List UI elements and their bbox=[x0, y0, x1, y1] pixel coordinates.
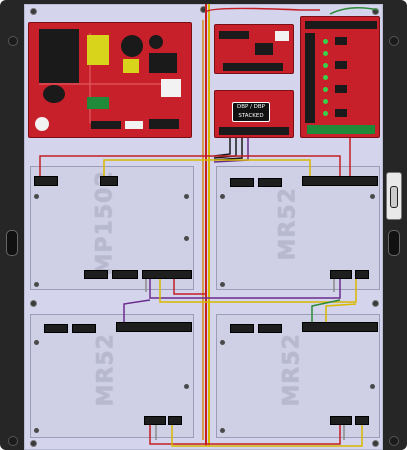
module-connector[interactable] bbox=[230, 324, 254, 333]
module-connector[interactable] bbox=[330, 416, 352, 425]
relay-terminals bbox=[305, 33, 315, 123]
module-screw bbox=[34, 282, 39, 287]
terminal-block bbox=[219, 127, 289, 135]
module-connector[interactable] bbox=[168, 416, 182, 425]
status-led bbox=[323, 63, 328, 68]
terminal-block bbox=[305, 21, 377, 29]
relay-board bbox=[300, 16, 380, 138]
door-latch-slot bbox=[390, 186, 398, 208]
relay-chip bbox=[335, 61, 347, 69]
module-connector[interactable] bbox=[302, 322, 378, 332]
capacitor bbox=[121, 35, 143, 57]
dbp-board-upper bbox=[214, 24, 294, 74]
relay-chip bbox=[335, 37, 347, 45]
module-connector[interactable] bbox=[34, 176, 58, 186]
module-screw bbox=[220, 282, 225, 287]
terminal-block bbox=[219, 31, 249, 39]
edge-tab-right bbox=[388, 230, 400, 256]
yellow-transformer bbox=[87, 35, 109, 65]
chip bbox=[255, 43, 273, 55]
module-connector[interactable] bbox=[142, 270, 192, 279]
module-mr52-bottom-right bbox=[216, 314, 380, 438]
relay bbox=[161, 79, 181, 97]
edge-tab-left bbox=[6, 230, 18, 256]
terminal-block-green bbox=[307, 125, 375, 134]
module-connector[interactable] bbox=[72, 324, 96, 333]
module-connector[interactable] bbox=[302, 176, 378, 186]
status-led bbox=[323, 51, 328, 56]
module-label-mr52-top-right: MR52 bbox=[275, 187, 301, 261]
yellow-capacitor bbox=[123, 59, 139, 73]
backplate-screw bbox=[30, 300, 37, 307]
status-led bbox=[323, 111, 328, 116]
module-screw bbox=[220, 194, 225, 199]
fuse-holder bbox=[35, 117, 49, 131]
module-screw bbox=[220, 340, 225, 345]
power-supply-board bbox=[28, 22, 192, 138]
backplate-screw bbox=[372, 8, 379, 15]
module-screw bbox=[34, 194, 39, 199]
backplate-screw bbox=[372, 300, 379, 307]
module-screw bbox=[184, 384, 189, 389]
module-screw bbox=[34, 428, 39, 433]
module-connector[interactable] bbox=[258, 324, 282, 333]
mount-hole-left-top bbox=[8, 36, 18, 46]
module-connector[interactable] bbox=[330, 270, 352, 279]
module-screw bbox=[184, 236, 189, 241]
capacitor bbox=[149, 35, 163, 49]
backplate-screw bbox=[372, 440, 379, 447]
connector-white bbox=[275, 31, 289, 41]
inductor-core bbox=[43, 85, 65, 103]
module-connector[interactable] bbox=[355, 416, 369, 425]
green-chip bbox=[87, 97, 109, 109]
stacked-board-label: DBP / DBP STACKED bbox=[232, 102, 270, 122]
stacked-board-line1: DBP / DBP bbox=[237, 104, 265, 110]
module-mr52-bottom-left bbox=[30, 314, 194, 438]
module-connector[interactable] bbox=[44, 324, 68, 333]
status-led bbox=[323, 99, 328, 104]
module-label-mr52-bottom-right: MR52 bbox=[279, 333, 305, 407]
module-connector[interactable] bbox=[84, 270, 108, 279]
backplate-screw bbox=[200, 6, 207, 13]
status-led bbox=[323, 39, 328, 44]
module-label-mp1502: MP1502 bbox=[92, 170, 118, 276]
module-screw bbox=[370, 384, 375, 389]
transformer bbox=[39, 29, 79, 83]
backplate-screw bbox=[30, 8, 37, 15]
mount-hole-left-bottom bbox=[8, 436, 18, 446]
stacked-board-line2: STACKED bbox=[238, 113, 264, 119]
backplate-screw bbox=[30, 440, 37, 447]
module-connector[interactable] bbox=[230, 178, 254, 187]
module-connector[interactable] bbox=[100, 176, 118, 186]
mount-hole-right-bottom bbox=[389, 436, 399, 446]
mount-hole-right-top bbox=[389, 36, 399, 46]
module-label-mr52-bottom-left: MR52 bbox=[93, 333, 119, 407]
module-connector[interactable] bbox=[355, 270, 369, 279]
heatsink bbox=[149, 53, 177, 73]
connector-white bbox=[125, 121, 143, 129]
relay-chip bbox=[335, 109, 347, 117]
module-screw bbox=[370, 194, 375, 199]
module-connector[interactable] bbox=[258, 178, 282, 187]
terminal-block bbox=[149, 119, 179, 129]
status-led bbox=[323, 75, 328, 80]
terminal-block bbox=[91, 121, 121, 129]
module-screw bbox=[184, 194, 189, 199]
terminal-block bbox=[223, 63, 283, 71]
module-screw bbox=[34, 340, 39, 345]
relay-chip bbox=[335, 85, 347, 93]
module-connector[interactable] bbox=[144, 416, 166, 425]
module-screw bbox=[220, 428, 225, 433]
status-led bbox=[323, 87, 328, 92]
module-connector[interactable] bbox=[116, 322, 192, 332]
module-connector[interactable] bbox=[112, 270, 138, 279]
